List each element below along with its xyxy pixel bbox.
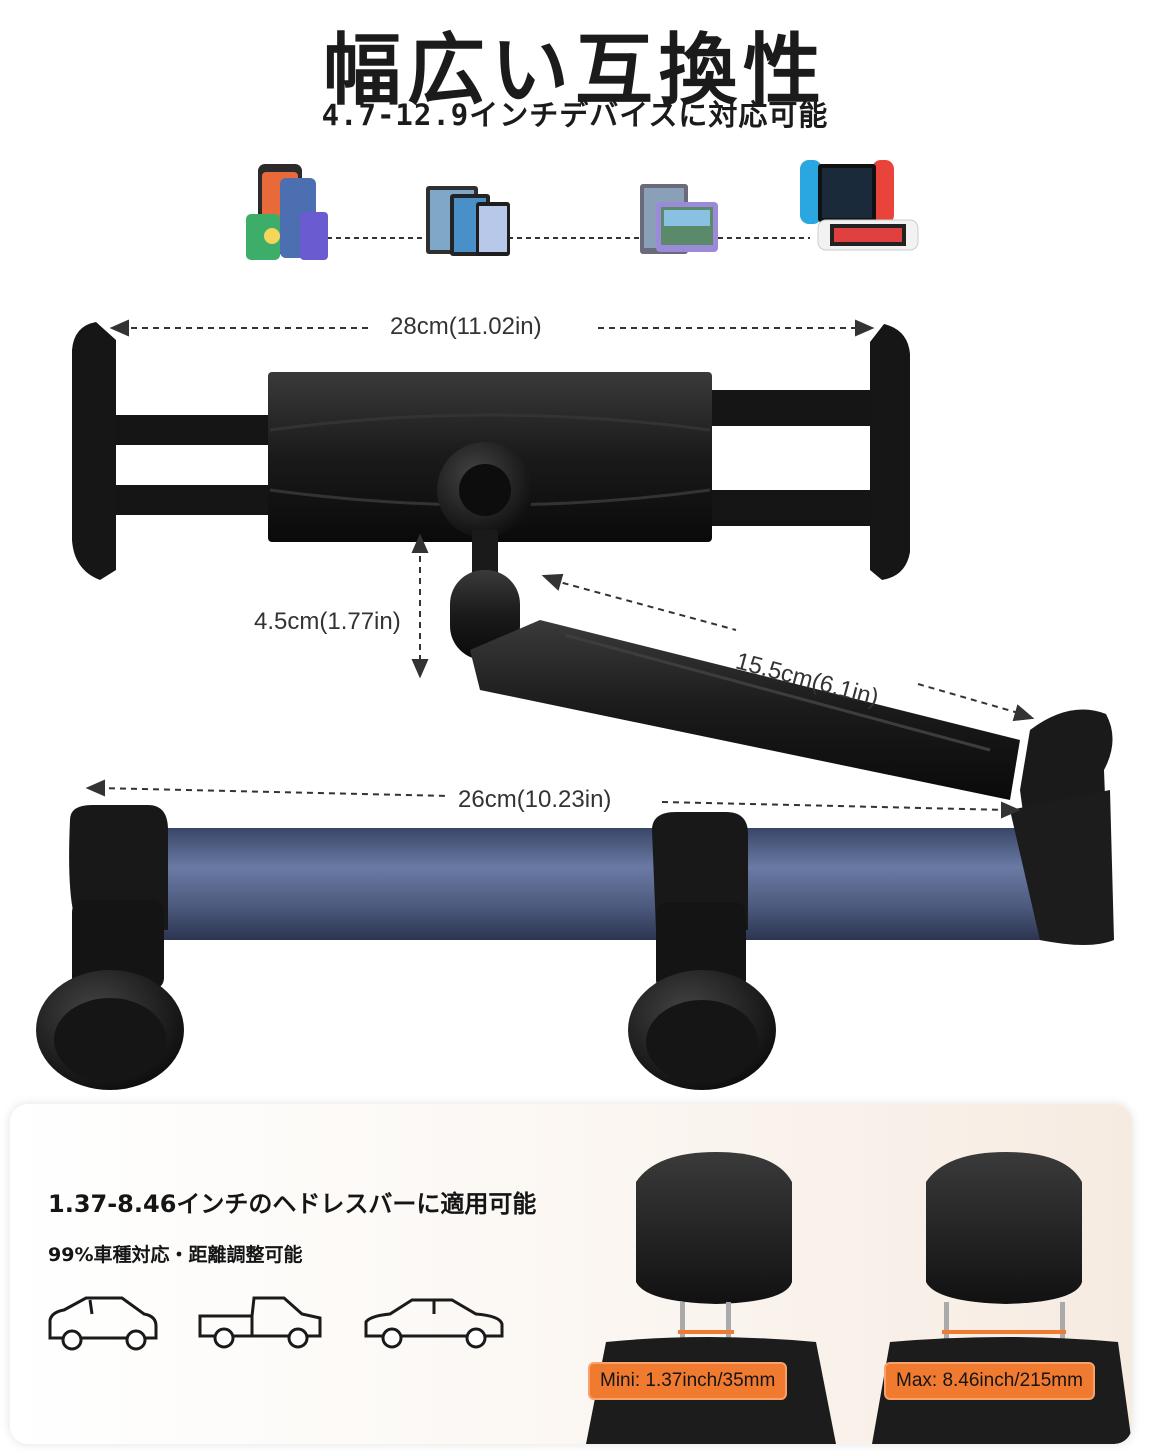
tablet-clamp	[72, 322, 910, 580]
hatchback-car-icon	[48, 1296, 158, 1351]
game-console-icon	[800, 160, 919, 251]
min-size-badge: Mini: 1.37inch/35mm	[588, 1362, 788, 1400]
page-subtitle: 4.7-12.9インチデバイスに対応可能	[321, 98, 829, 132]
dimension-arrows	[85, 319, 1035, 819]
panel-headline: 1.37-8.46インチのヘドレスバーに適用可能	[48, 1190, 537, 1218]
headrest-compat-panel: 1.37-8.46インチのヘドレスバーに適用可能 99%車種対応・距離調整可能	[10, 1104, 1132, 1444]
product-illustration	[36, 319, 1114, 1090]
device-row	[246, 160, 919, 260]
headrest-max	[872, 1152, 1132, 1444]
panel-subline: 99%車種対応・距離調整可能	[48, 1244, 303, 1266]
clamp-width-label: 28cm(11.02in)	[384, 313, 548, 341]
pickup-truck-icon	[198, 1296, 322, 1349]
headrest-bar	[36, 790, 1114, 1090]
tablet-icon	[426, 186, 510, 256]
smartphone-icon	[246, 164, 328, 260]
vehicle-row	[48, 1296, 504, 1351]
joint-height-label: 4.5cm(1.77in)	[254, 608, 401, 635]
portable-tv-icon	[640, 184, 718, 254]
sedan-car-icon	[364, 1298, 504, 1349]
bar-length-label: 26cm(10.23in)	[452, 786, 618, 814]
headrest-min	[586, 1152, 836, 1444]
max-size-badge: Max: 8.46inch/215mm	[884, 1362, 1095, 1400]
page-title: 幅広い互換性	[322, 26, 827, 116]
headrest-photos	[586, 1152, 1132, 1444]
